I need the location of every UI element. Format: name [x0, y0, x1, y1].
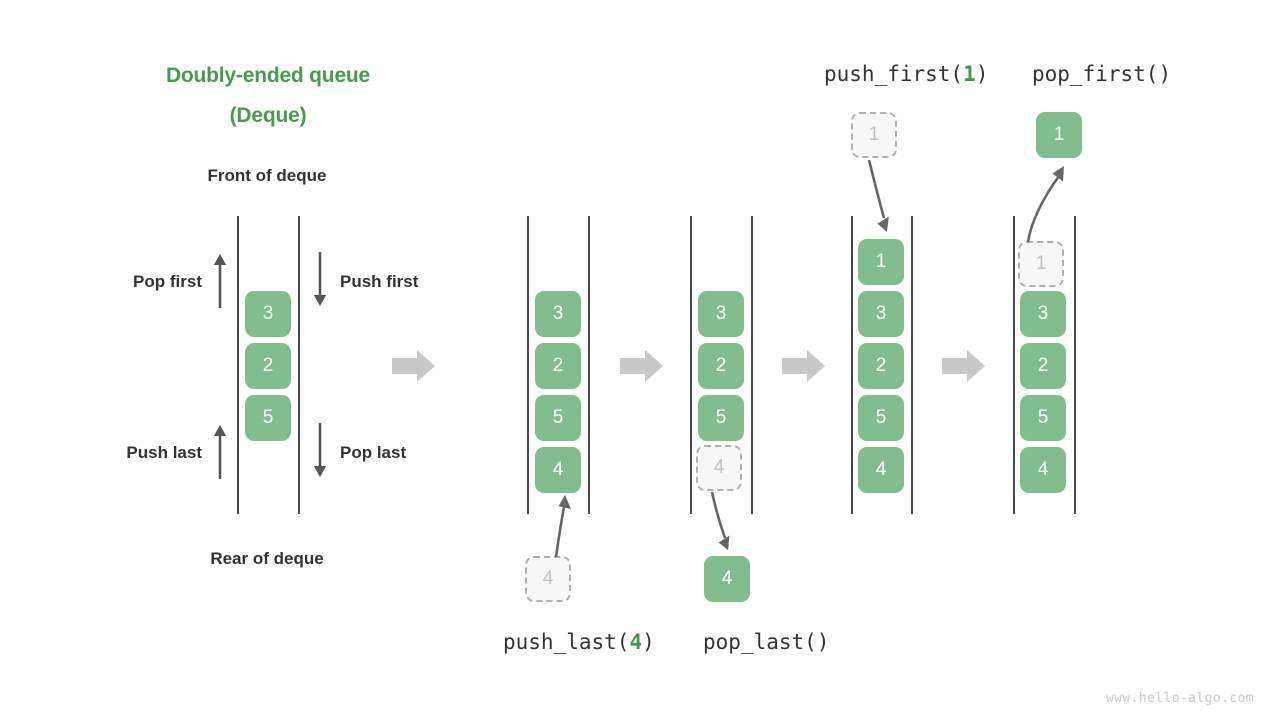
rear-of-deque-label: Rear of deque [210, 549, 324, 568]
deque-cell: 3 [535, 291, 581, 337]
deque-cell: 5 [245, 395, 291, 441]
figure-title-line1: Doubly-ended queue [165, 64, 371, 87]
deque-rail-left-col3 [851, 216, 853, 514]
deque-rail-left-col1 [527, 216, 529, 514]
push-first-label: Push first [340, 272, 419, 291]
transition-arrow-icon [392, 348, 435, 382]
op-caption-push-last-name: push_last( [503, 630, 630, 654]
deque-cell: 5 [698, 395, 744, 441]
transition-arrow-icon [782, 348, 825, 382]
deque-rail-left-col2 [690, 216, 692, 514]
op-caption-push-last-close: ) [642, 630, 655, 654]
figure-title-line2: (Deque) [229, 104, 307, 127]
deque-rail-right-col4 [1074, 216, 1076, 514]
deque-cell: 4 [858, 447, 904, 493]
transition-arrow-icon [620, 348, 663, 382]
op-caption-pop-first-close: ) [1158, 62, 1172, 86]
op-caption-push-first: push_first(1) [824, 60, 988, 88]
removed-element-ghost: 4 [696, 445, 742, 491]
popped-element: 4 [704, 556, 750, 602]
op-caption-pop-last: pop_last() [703, 628, 829, 656]
push-last-label: Push last [126, 443, 202, 462]
deque-cell: 5 [535, 395, 581, 441]
op-caption-pop-first-name: pop_first( [1032, 62, 1159, 86]
pop-last-label: Pop last [340, 443, 407, 462]
deque-cell: 3 [245, 291, 291, 337]
op-caption-push-last-arg: 4 [629, 630, 643, 654]
deque-rail-left-col4 [1013, 216, 1015, 514]
op-caption-push-first-close: ) [975, 62, 989, 86]
figure-title: Doubly-ended queue (Deque) [148, 56, 388, 136]
deque-cell: 2 [245, 343, 291, 389]
deque-cell: 3 [1020, 291, 1066, 337]
deque-rail-right-col3 [911, 216, 913, 514]
op-caption-pop-first: pop_first() [1032, 60, 1171, 88]
incoming-element-ghost: 1 [851, 112, 897, 158]
pop-last-arrow-icon [310, 423, 330, 479]
removed-element-ghost: 1 [1018, 241, 1064, 287]
pop-last-flow-arrow-icon [698, 491, 748, 558]
front-of-deque-label: Front of deque [207, 166, 327, 185]
op-caption-pop-last-close: ) [816, 630, 830, 654]
transition-arrow-icon [942, 348, 985, 382]
op-caption-push-last: push_last(4) [503, 628, 655, 656]
deque-cell: 3 [858, 291, 904, 337]
deque-rail-right-col1 [588, 216, 590, 514]
deque-cell: 5 [1020, 395, 1066, 441]
deque-cell: 4 [1020, 447, 1066, 493]
deque-cell: 2 [1020, 343, 1066, 389]
deque-rail-right-col2 [751, 216, 753, 514]
deque-cell: 2 [858, 343, 904, 389]
deque-cell: 5 [858, 395, 904, 441]
deque-cell: 2 [698, 343, 744, 389]
op-caption-pop-last-name: pop_last( [703, 630, 817, 654]
incoming-element-ghost: 4 [525, 556, 571, 602]
deque-cell-new: 4 [535, 447, 581, 493]
push-last-flow-arrow-icon [535, 487, 585, 559]
op-caption-push-first-arg: 1 [963, 62, 976, 86]
pop-first-flow-arrow-icon [1015, 158, 1075, 244]
watermark: www.hello-algo.com [1105, 691, 1254, 706]
op-caption-push-first-name: push_first( [824, 62, 964, 86]
deque-cell: 3 [698, 291, 744, 337]
push-first-arrow-icon [310, 252, 330, 308]
push-last-arrow-icon [210, 423, 230, 479]
deque-cell: 2 [535, 343, 581, 389]
deque-rail-right-col0 [298, 216, 300, 514]
popped-element: 1 [1036, 112, 1082, 158]
deque-cell-new: 1 [858, 239, 904, 285]
pop-first-label: Pop first [133, 272, 202, 291]
pop-first-arrow-icon [210, 252, 230, 308]
deque-rail-left-col0 [237, 216, 239, 514]
push-first-flow-arrow-icon [858, 159, 908, 240]
